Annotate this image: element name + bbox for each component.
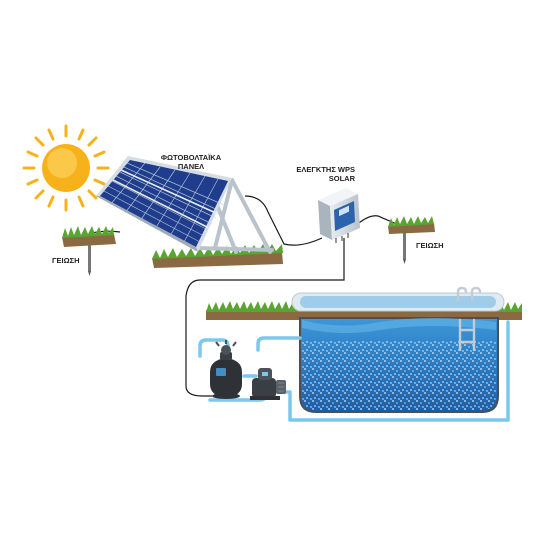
grass-tuft-right — [388, 216, 434, 227]
sand-filter-icon — [210, 340, 242, 399]
controller-label-line1: ΕΛΕΓΚΤΗΣ WPS — [296, 165, 355, 174]
ground-label-left: ΓΕΙΩΣΗ — [52, 256, 80, 265]
pump-icon — [250, 368, 286, 400]
panels-label-line1: ΦΩΤΟΒΟΛΤΑΪΚΑ — [161, 153, 222, 162]
sun-icon — [22, 124, 110, 212]
solar-panel-icon — [96, 156, 283, 268]
grass-tuft-left — [62, 226, 114, 238]
ground-rod-left — [62, 226, 116, 276]
controller-label-line2: SOLAR — [329, 174, 356, 183]
panels-label-line2: ΠΑΝΕΛ — [178, 162, 204, 171]
ground-rod-right — [388, 216, 435, 264]
controller-box-icon — [318, 188, 360, 243]
pool-ladder — [456, 286, 482, 352]
ground-label-right: ΓΕΙΩΣΗ — [416, 241, 444, 250]
pool-icon — [206, 286, 522, 413]
